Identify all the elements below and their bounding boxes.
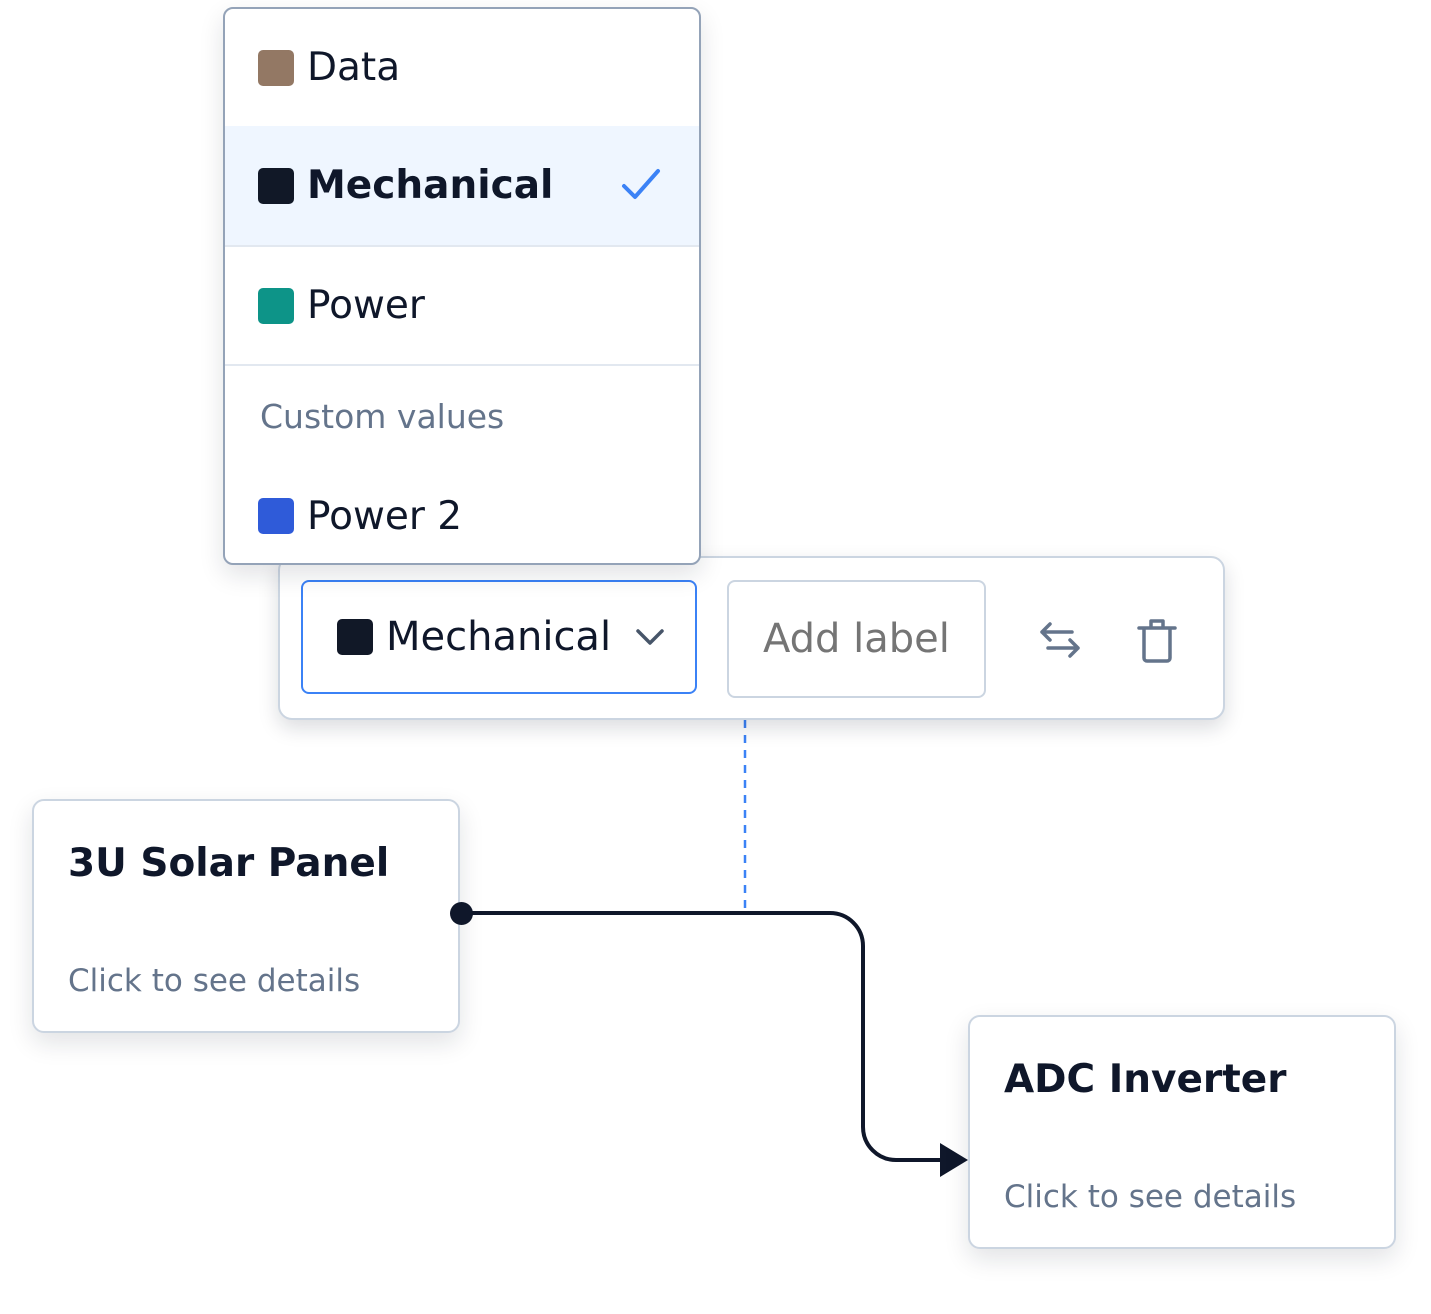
connection-type-select[interactable]: Mechanical xyxy=(301,580,697,694)
check-icon xyxy=(622,169,660,199)
edge-label-input[interactable] xyxy=(727,580,986,698)
menu-item-label: Power xyxy=(307,283,425,328)
color-swatch xyxy=(258,498,294,534)
chevron-down-icon xyxy=(636,629,664,645)
trash-icon[interactable] xyxy=(1135,618,1179,664)
edge-source-handle[interactable] xyxy=(450,902,473,925)
node-title: ADC Inverter xyxy=(1004,1057,1287,1102)
swap-direction-icon[interactable] xyxy=(1038,620,1082,660)
node-subtitle: Click to see details xyxy=(1004,1179,1297,1215)
color-swatch xyxy=(258,49,294,86)
menu-item-mechanical[interactable]: Mechanical xyxy=(225,126,699,247)
mechanical-edge[interactable] xyxy=(461,911,942,1162)
custom-values-header: Custom values xyxy=(260,397,505,436)
color-swatch xyxy=(258,287,294,324)
connection-type-menu: Data Mechanical Power Custom values Powe… xyxy=(223,7,701,565)
color-swatch xyxy=(258,167,294,204)
node-subtitle: Click to see details xyxy=(68,963,361,999)
arrowhead-icon xyxy=(940,1143,968,1177)
menu-item-power-2[interactable]: Power 2 xyxy=(225,458,699,563)
menu-item-power[interactable]: Power xyxy=(225,247,699,366)
node-3u-solar-panel[interactable]: 3U Solar Panel Click to see details xyxy=(32,799,460,1033)
edge-toolbar: Mechanical xyxy=(278,556,1225,720)
menu-item-data[interactable]: Data xyxy=(225,9,699,128)
menu-item-label: Data xyxy=(307,45,401,90)
color-swatch xyxy=(337,619,373,655)
selected-type-label: Mechanical xyxy=(386,614,612,660)
node-title: 3U Solar Panel xyxy=(68,841,390,886)
node-adc-inverter[interactable]: ADC Inverter Click to see details xyxy=(968,1015,1396,1249)
menu-item-label: Power 2 xyxy=(307,493,463,539)
menu-item-label: Mechanical xyxy=(307,163,554,208)
